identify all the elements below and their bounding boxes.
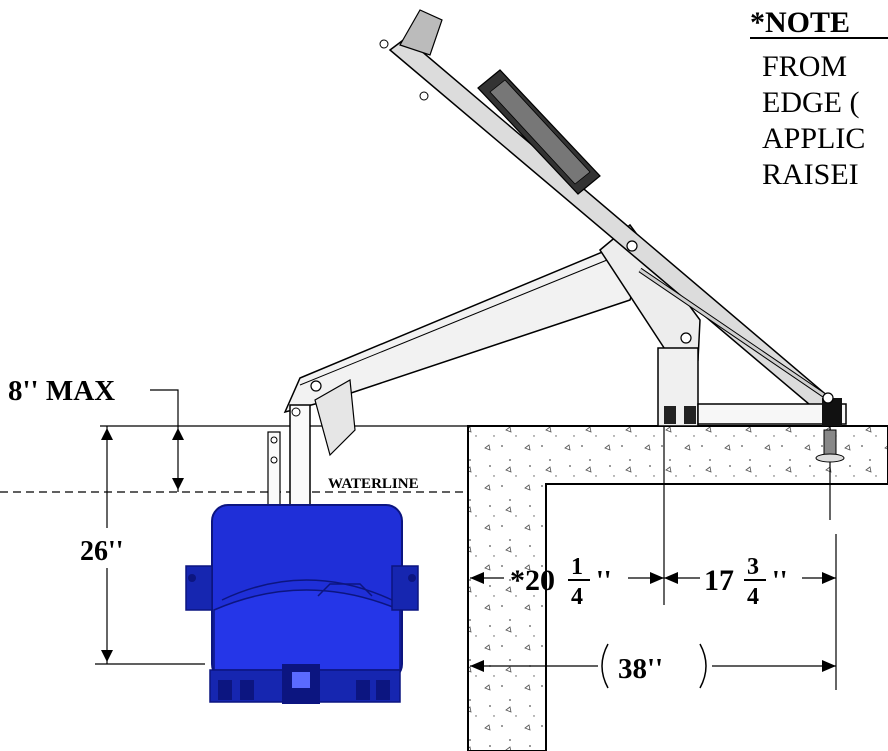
note-block: *NOTE FROM EDGE ( APPLIC RAISEI (750, 6, 888, 191)
note-heading: *NOTE (750, 6, 850, 39)
seat (185, 504, 419, 704)
dim-left-denominator: 4 (571, 584, 583, 610)
concrete-wall (467, 425, 888, 751)
dimension-left: *20 1 4 '' (510, 554, 612, 610)
dim-right-numerator: 3 (747, 554, 759, 580)
dim-right-unit: '' (772, 566, 788, 597)
max-label: 8'' MAX (8, 375, 115, 407)
depth-label: 26'' (80, 536, 124, 567)
waterline-label: WATERLINE (328, 476, 419, 492)
dim-total-label: 38'' (618, 653, 663, 685)
horizontal-dimensions (470, 426, 837, 690)
note-line-3: APPLIC (762, 122, 865, 155)
dim-left-whole: *20 (510, 564, 555, 597)
dim-left-unit: '' (596, 566, 612, 597)
dimension-right: 17 3 4 '' (704, 554, 788, 610)
dim-left-numerator: 1 (571, 554, 583, 580)
dim-right-denominator: 4 (747, 584, 759, 610)
max-dimension (150, 389, 184, 492)
lift-arm (267, 9, 847, 520)
note-line-4: RAISEI (762, 158, 859, 191)
depth-dimension (95, 426, 205, 665)
note-line-2: EDGE ( (762, 86, 859, 119)
note-line-1: FROM (762, 50, 847, 83)
dim-right-whole: 17 (704, 564, 734, 597)
